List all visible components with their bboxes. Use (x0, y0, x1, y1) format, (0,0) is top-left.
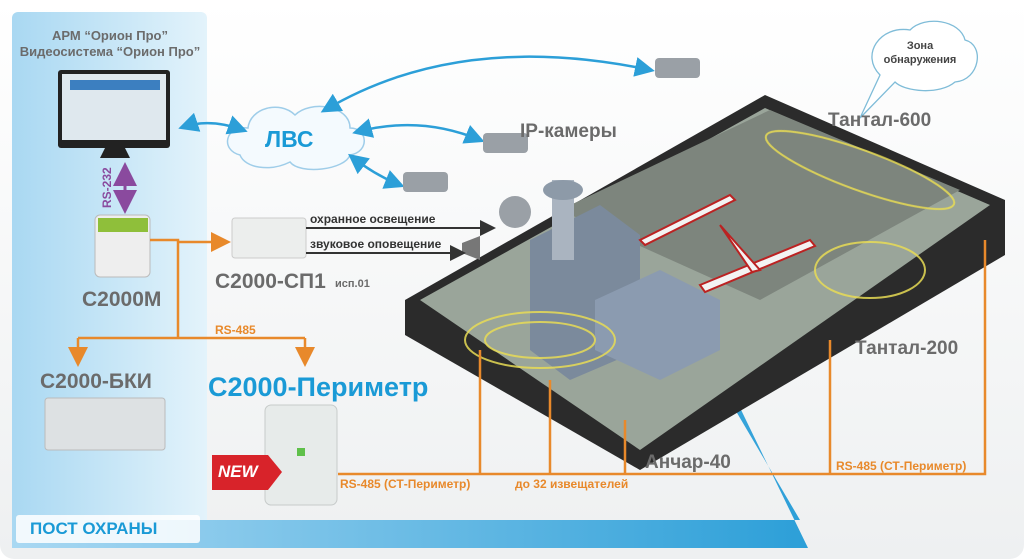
new-badge: NEW (218, 462, 258, 481)
rs485-perimeter-right-label: RS-485 (СТ-Периметр) (836, 459, 967, 473)
lan-label: ЛВС (265, 126, 314, 152)
tantal600-label: Тантал-600 (828, 110, 932, 131)
guard-post-box (16, 515, 200, 543)
video-system-title: Видеосистема “Орион Про” (19, 44, 201, 59)
workstation-title: АРМ “Орион Про” (51, 28, 168, 43)
control-tower-top (543, 180, 583, 200)
rs485-label: RS-485 (215, 323, 256, 337)
c2000sp1-variant: исп.01 (335, 278, 370, 290)
lan-cloud (226, 105, 365, 171)
detection-zone-line1: Зона (906, 40, 934, 52)
c2000sp1-label: С2000-СП1 (215, 270, 326, 293)
loudspeaker-icon (462, 236, 480, 260)
guard-post-label: ПОСТ ОХРАНЫ (30, 519, 158, 538)
floodlight-icon (499, 196, 531, 228)
detection-zone-bubble (859, 20, 978, 119)
detectors-count-label: до 32 извещателей (515, 477, 629, 491)
airplanes (638, 193, 817, 294)
c2000sp1-device (231, 217, 307, 259)
new-badge-shape (212, 455, 282, 490)
security-lighting-label: охранное освещение (310, 212, 436, 226)
anchar40-label: Анчар-40 (645, 452, 731, 473)
detection-zones (464, 129, 956, 369)
ip-camera-icons (403, 58, 700, 192)
detection-zone-line2: обнаружения (883, 54, 957, 66)
runway (560, 110, 960, 300)
control-tower (552, 180, 574, 260)
tantal200-label: Тантал-200 (855, 338, 959, 359)
rs485-perimeter-left-label: RS-485 (СТ-Периметр) (340, 477, 471, 491)
ip-cameras-label: IP-камеры (520, 121, 617, 142)
c2000perimeter-label: С2000-Периметр (208, 372, 429, 402)
rs232-label: RS-232 (100, 167, 114, 208)
sound-alert-label: звуковое оповещение (310, 237, 442, 251)
c2000m-label: С2000М (82, 288, 162, 311)
terminal-annex (595, 270, 720, 380)
c2000bki-label: С2000-БКИ (40, 370, 152, 393)
c2000bki-device (44, 397, 166, 451)
